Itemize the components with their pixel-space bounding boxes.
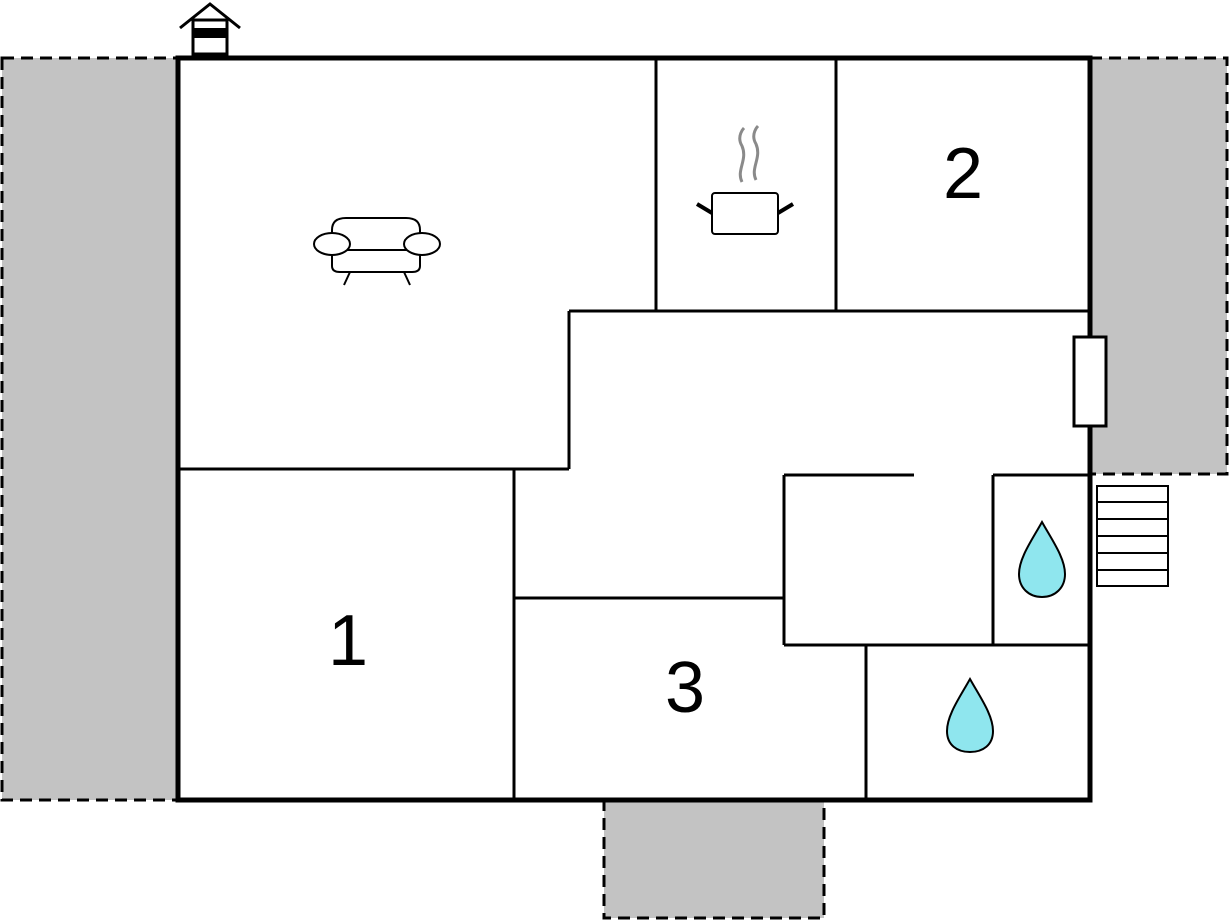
stairs-icon — [1096, 485, 1169, 587]
terrace-bottom — [602, 798, 826, 920]
terrace-right — [1088, 56, 1229, 476]
house-outline — [175, 55, 1093, 803]
terrace-left — [0, 56, 180, 802]
fireplace-chimney-icon — [179, 2, 241, 56]
room-label-bedroom-3: 3 — [665, 648, 705, 728]
room-label-bedroom-1: 1 — [328, 601, 368, 681]
water-drop-icon — [945, 676, 995, 754]
cooking-pot-icon — [695, 124, 795, 235]
sofa-icon — [313, 217, 441, 286]
window-icon — [1072, 335, 1108, 428]
water-drop-icon — [1017, 519, 1067, 599]
interior-walls — [178, 58, 1090, 800]
room-label-bedroom-2: 2 — [943, 134, 983, 214]
